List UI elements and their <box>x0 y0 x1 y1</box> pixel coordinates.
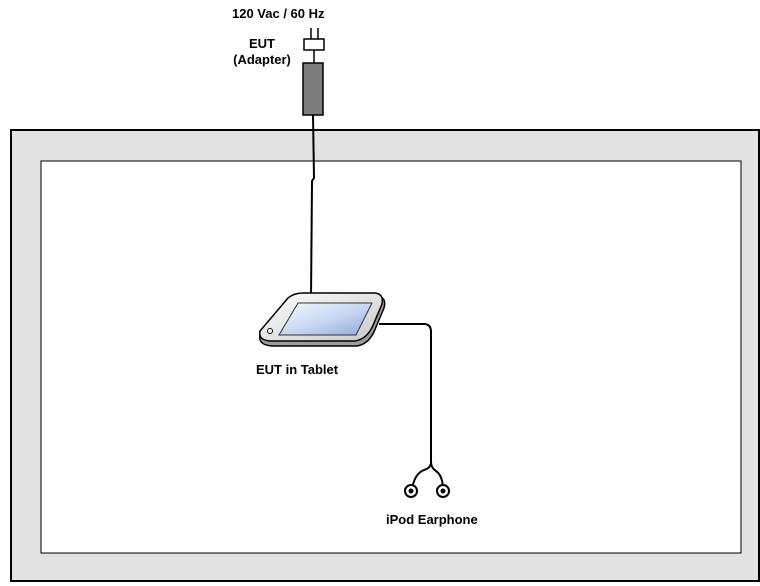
power-source-label: 120 Vac / 60 Hz <box>232 6 325 21</box>
tablet-label: EUT in Tablet <box>256 362 339 377</box>
earphone-cable-branch <box>430 461 444 491</box>
power-plug-icon <box>303 28 325 63</box>
power-cable <box>310 114 316 299</box>
tablet-icon <box>258 292 386 347</box>
earphone-icon <box>404 484 450 498</box>
adapter-label-line1: EUT <box>249 36 275 51</box>
adapter-label-line2: (Adapter) <box>233 52 291 67</box>
test-area <box>40 160 742 554</box>
earphone-label: iPod Earphone <box>386 512 478 527</box>
adapter-icon <box>302 62 324 116</box>
earphone-cable <box>379 323 432 491</box>
